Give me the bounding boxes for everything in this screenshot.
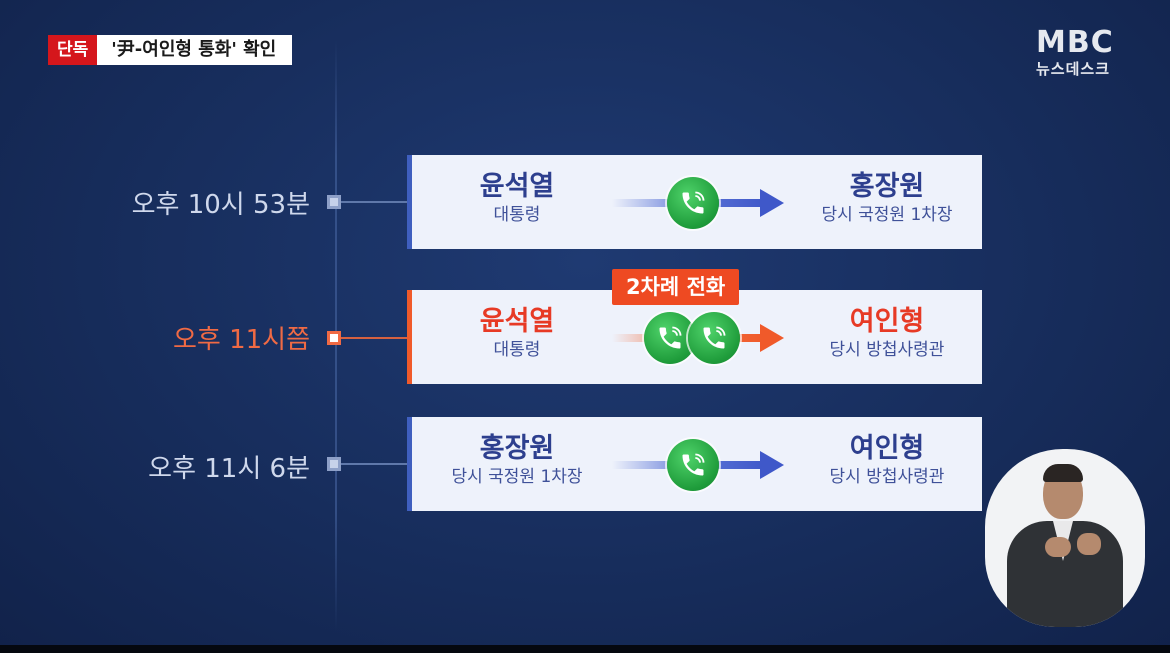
call-card-2: 윤석열 대통령 여인형 당시 방첩사령관: [407, 290, 982, 384]
receiver-name: 홍장원: [849, 171, 925, 202]
phone-call-icon: [667, 439, 719, 491]
receiver-role: 당시 국정원 1차장: [821, 205, 953, 225]
timeline-connector-1: [341, 201, 409, 203]
interpreter-hand: [1045, 537, 1071, 557]
time-label-1: 오후 10시 53분: [131, 190, 310, 220]
caller-role: 대통령: [493, 340, 541, 360]
receiver-role: 당시 방첩사령관: [829, 340, 945, 360]
interpreter-hand: [1077, 533, 1101, 555]
caller-2: 윤석열 대통령: [432, 306, 602, 362]
caller-1: 윤석열 대통령: [432, 171, 602, 227]
sign-language-interpreter: [985, 449, 1145, 627]
caller-role: 대통령: [493, 205, 541, 225]
interpreter-hair: [1043, 464, 1083, 482]
mbc-logo: MBC 뉴스데스크: [1036, 28, 1114, 80]
receiver-role: 당시 방첩사령관: [829, 467, 945, 487]
exclusive-tag: 단독: [48, 35, 98, 65]
caller-3: 홍장원 당시 국정원 1차장: [432, 433, 602, 489]
timeline-marker-2: [327, 331, 341, 345]
call-card-3: 홍장원 당시 국정원 1차장 여인형 당시 방첩사령관: [407, 417, 982, 511]
logo-main: MBC: [1036, 25, 1114, 60]
caller-name: 윤석열: [479, 171, 555, 202]
call-card-1: 윤석열 대통령 홍장원 당시 국정원 1차장: [407, 155, 982, 249]
phone-call-icon: [644, 312, 696, 364]
receiver-name: 여인형: [849, 306, 925, 337]
call-count-callout: 2차례 전화: [612, 269, 740, 305]
timeline-connector-2: [341, 337, 409, 339]
exclusive-badge: 단독 '尹-여인형 통화' 확인: [48, 35, 293, 65]
time-label-3: 오후 11시 6분: [148, 454, 310, 484]
arrow-head-icon: [760, 451, 784, 479]
arrow-head-icon: [760, 189, 784, 217]
time-label-2: 오후 11시쯤: [172, 325, 310, 355]
caller-name: 홍장원: [479, 433, 555, 464]
receiver-3: 여인형 당시 방첩사령관: [797, 433, 977, 489]
headline-title: '尹-여인형 통화' 확인: [97, 35, 293, 65]
receiver-name: 여인형: [849, 433, 925, 464]
timeline-marker-3: [327, 457, 341, 471]
phone-call-icon: [688, 312, 740, 364]
receiver-2: 여인형 당시 방첩사령관: [797, 306, 977, 362]
timeline-connector-3: [341, 463, 409, 465]
timeline-marker-1: [327, 195, 341, 209]
bottom-bar: [0, 645, 1170, 653]
arrow-head-icon: [760, 324, 784, 352]
logo-sub: 뉴스데스크: [1036, 60, 1111, 78]
receiver-1: 홍장원 당시 국정원 1차장: [797, 171, 977, 227]
caller-name: 윤석열: [479, 306, 555, 337]
phone-call-icon: [667, 177, 719, 229]
caller-role: 당시 국정원 1차장: [451, 467, 583, 487]
